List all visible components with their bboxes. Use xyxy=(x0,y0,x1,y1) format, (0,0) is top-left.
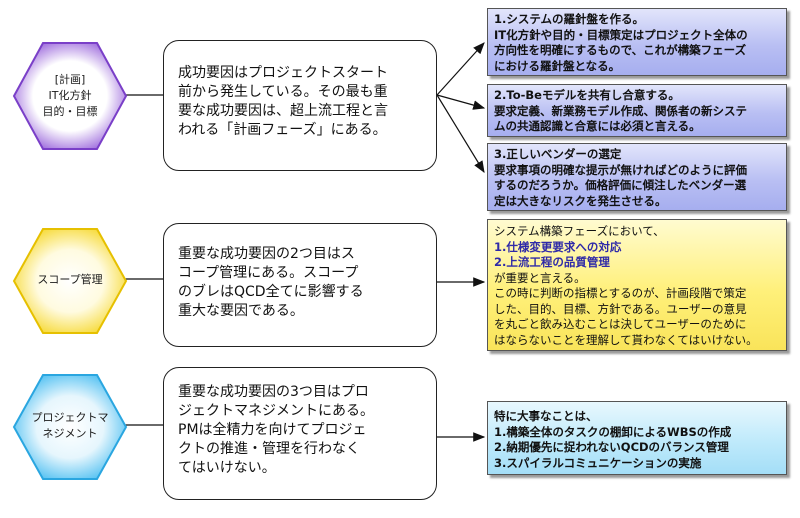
scope-line: この時に判断の指標とするのが、計画段階で策定 xyxy=(494,286,747,300)
hexagon-label-line: 目的・目標 xyxy=(42,105,98,118)
plan-item-line: 3.正しいベンダーの選定 xyxy=(494,147,622,161)
plan-item-line: 要求事項の明確な提示が無ければどのように評価 xyxy=(494,162,747,177)
hexagon-label-line: ネジメント xyxy=(42,427,98,440)
arrow xyxy=(436,94,485,174)
scope-highlight: 2.上流工程の品質管理 xyxy=(494,255,610,269)
plan-item-line: IT化方針や目的・目標策定はプロジェクト全体の xyxy=(494,27,748,42)
center-box-line: 成功要因はプロジェクトスタート xyxy=(178,65,388,81)
center-box-line: 要な成功要因は、超上流工程と言 xyxy=(178,103,388,119)
center-box-plan: 成功要因はプロジェクトスタート 前から発生している。その最も重 要な成功要因は、… xyxy=(163,40,437,171)
scope-line: を丸ごと飲み込むことは決してユーザーのために xyxy=(494,317,747,331)
center-box-line: ジェクトマネジメントにある。 xyxy=(178,403,374,419)
center-box-line: 重大な要因である。 xyxy=(178,303,304,319)
hexagon-shape xyxy=(12,374,128,480)
plan-item-box: 3.正しいベンダーの選定 要求事項の明確な提示が無ければどのように評価 するのだ… xyxy=(487,143,787,211)
scope-line: した、目的、目標、方針である。ユーザーの意見 xyxy=(494,301,747,316)
plan-item-box: 1.システムの羅針盤を作る。 IT化方針や目的・目標策定はプロジェクト全体の 方… xyxy=(487,8,787,76)
hexagon-label: プロジェクトマ ネジメント xyxy=(17,410,123,442)
center-box-line: 重要な成功要因の3つ目はプロ xyxy=(178,384,369,400)
plan-item-box: 2.To-Beモデルを共有し合意する。 要求定義、新業務モデル作成、関係者の新シ… xyxy=(487,84,787,137)
plan-item-line: 2.To-Beモデルを共有し合意する。 xyxy=(494,88,680,102)
center-box-line: われる「計画フェーズ」にある。 xyxy=(178,122,387,138)
pm-detail-box: 特に大事なことは、 1.構築全体のタスクの棚卸によるWBSの作成 2.納期優先に… xyxy=(487,401,787,475)
center-box-scope: 重要な成功要因の2つ目はス コープ管理にある。スコープ のブレはQCD全てに影響… xyxy=(163,223,437,347)
plan-item-line: 1.システムの羅針盤を作る。 xyxy=(494,12,645,26)
hexagon-plan: [計画] IT化方針 目的・目標 xyxy=(12,40,128,156)
hexagon-scope: スコープ管理 xyxy=(12,226,128,340)
plan-item-line: 要求定義、新業務モデル作成、関係者の新システ xyxy=(494,103,747,118)
pm-line: 3.スパイラルコミュニケーションの実施 xyxy=(494,455,702,470)
center-box-line: てはいけない。 xyxy=(178,460,276,476)
hexagon-label: [計画] IT化方針 目的・目標 xyxy=(17,72,123,120)
hexagon-shape xyxy=(12,228,128,334)
center-box-pm: 重要な成功要因の3つ目はプロ ジェクトマネジメントにある。 PMは全精力を向けて… xyxy=(163,367,437,500)
center-box-line: PMは全精力を向けてプロジェ xyxy=(178,422,367,438)
scope-intro: システム構築フェーズにおいて、 xyxy=(494,224,665,238)
hexagon-pm: プロジェクトマ ネジメント xyxy=(12,372,128,486)
arrow xyxy=(436,94,486,110)
hexagon-label-line: スコープ管理 xyxy=(37,273,103,286)
plan-item-line: 定は大きなリスクを発生させる。 xyxy=(494,193,667,208)
plan-item-line: するのだろうか。価格評価に傾注したベンダー選 xyxy=(494,178,747,192)
hexagon-shape xyxy=(12,42,128,150)
hexagon-label-line: プロジェクトマ xyxy=(31,411,109,424)
plan-item-line: ムの共通認識と合意には必須と言える。 xyxy=(494,119,701,133)
scope-line: が重要と言える。 xyxy=(494,270,586,285)
center-box-line: 重要な成功要因の2つ目はス xyxy=(178,246,355,262)
pm-line: 1.構築全体のタスクの棚卸によるWBSの作成 xyxy=(494,424,732,439)
scope-highlight: 1.仕様変更要求への対応 xyxy=(494,239,622,254)
plan-item-line: における羅針盤となる。 xyxy=(494,58,621,73)
pm-line: 2.納期優先に捉われないQCDのバランス管理 xyxy=(494,440,729,454)
center-box-line: クトの推進・管理を行わなく xyxy=(178,441,360,457)
scope-detail-box: システム構築フェーズにおいて、 1.仕様変更要求への対応 2.上流工程の品質管理… xyxy=(487,219,787,351)
center-box-line: 前から発生している。その最も重 xyxy=(178,84,388,100)
center-box-line: コープ管理にある。スコープ xyxy=(178,265,359,281)
arrow xyxy=(436,42,485,96)
center-box-line: のブレはQCD全てに影響する xyxy=(178,284,364,300)
hexagon-label-line: [計画] xyxy=(54,73,86,86)
plan-item-line: 方向性を明確にするもので、これが構築フェーズ xyxy=(494,43,747,57)
hexagon-label: スコープ管理 xyxy=(17,272,123,288)
scope-line: はならないことを理解して貰わなくてはいけない。 xyxy=(494,332,758,347)
pm-line: 特に大事なことは、 xyxy=(494,409,598,423)
hexagon-label-line: IT化方針 xyxy=(48,89,92,102)
